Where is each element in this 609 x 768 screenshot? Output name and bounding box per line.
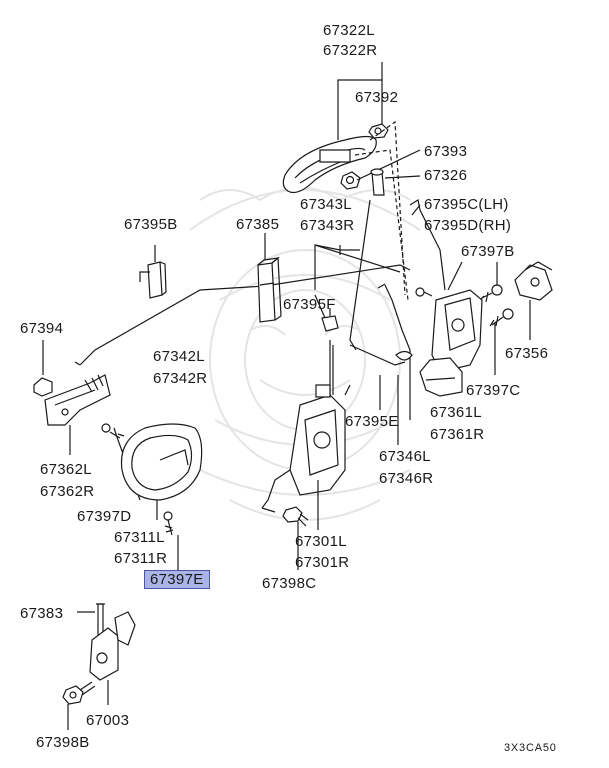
part-label-67343R: 67343R: [300, 217, 355, 234]
screw-67397C: [490, 309, 513, 375]
part-label-67393: 67393: [424, 143, 468, 160]
part-label-67395B: 67395B: [124, 216, 178, 233]
nut-67394: [34, 340, 52, 396]
part-label-67311L: 67311L: [114, 529, 165, 546]
grommet-67393: [341, 150, 420, 189]
part-label-67397D: 67397D: [77, 508, 132, 525]
part-label-67356: 67356: [505, 345, 549, 362]
part-label-67346L: 67346L: [379, 448, 431, 465]
lock-actuator-67301: [262, 340, 350, 512]
inside-handle-67311: [121, 424, 201, 500]
diagram-code: 3X3CA50: [504, 742, 557, 754]
part-label-67322R: 67322R: [323, 42, 378, 59]
cylinder-67326: [371, 169, 420, 195]
part-label-67301L: 67301L: [295, 533, 347, 550]
part-label-67362R: 67362R: [40, 483, 95, 500]
bolt-67398B: [63, 682, 95, 730]
part-label-67398B: 67398B: [36, 734, 90, 751]
part-label-67395F: 67395F: [283, 296, 336, 313]
bolt-67398C: [283, 507, 308, 570]
part-label-67392: 67392: [355, 89, 399, 106]
part-label-67394: 67394: [20, 320, 64, 337]
part-label-67342R: 67342R: [153, 370, 208, 387]
clip-67395F: [322, 308, 338, 331]
part-label-67398C: 67398C: [262, 575, 317, 592]
part-label-67326: 67326: [424, 167, 468, 184]
lock-bracket-67003: [90, 612, 135, 705]
part-label-67397B: 67397B: [461, 243, 515, 260]
part-label-67343L: 67343L: [300, 196, 352, 213]
part-label-67397C: 67397C: [466, 382, 521, 399]
inside-handle-bracket-67362: [45, 375, 110, 425]
part-label-67361L: 67361L: [430, 404, 482, 421]
bracket-67356: [515, 262, 552, 340]
part-label-67342L: 67342L: [153, 348, 205, 365]
nut-67392: [369, 124, 388, 138]
part-label-67362L: 67362L: [40, 461, 92, 478]
part-label-67395E: 67395E: [345, 413, 399, 430]
outside-handle: [283, 137, 376, 193]
clip-block-67385: [258, 258, 281, 322]
part-label-67397E-highlighted[interactable]: 67397E: [144, 570, 210, 589]
part-label-67361R: 67361R: [430, 426, 485, 443]
part-label-67385: 67385: [236, 216, 280, 233]
part-label-67383: 67383: [20, 605, 64, 622]
screw-67397B: [480, 262, 502, 302]
part-label-67346R: 67346R: [379, 470, 434, 487]
part-label-67322L: 67322L: [323, 22, 375, 39]
pin-67383: [77, 604, 105, 636]
clip-67395B: [140, 262, 166, 298]
door-latch-67361: [416, 288, 482, 396]
part-label-67395C-LH: 67395C(LH): [424, 196, 509, 213]
part-label-67003: 67003: [86, 712, 130, 729]
screw-67397E: [164, 512, 178, 570]
part-label-67301R: 67301R: [295, 554, 350, 571]
part-label-67395D-RH: 67395D(RH): [424, 217, 512, 234]
part-label-67311R: 67311R: [114, 550, 168, 567]
